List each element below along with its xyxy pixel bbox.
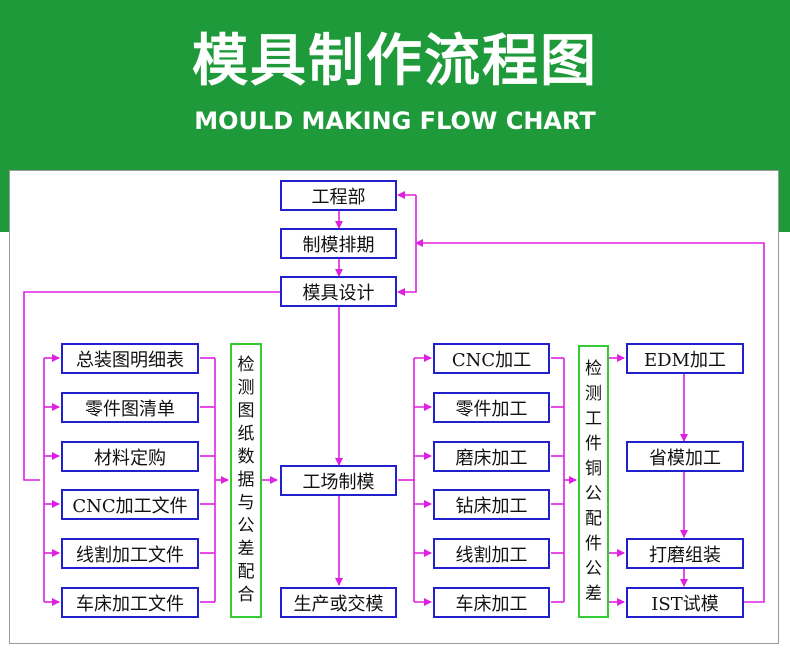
- line-design-to-left: [23, 291, 280, 481]
- factory-mold-box: 工场制模: [280, 465, 397, 496]
- check-parts-char: 测: [585, 383, 602, 404]
- check-drawing-char: 纸: [237, 424, 255, 444]
- arrow-loop-to-design: [397, 195, 417, 296]
- check-parts-char: 配: [585, 508, 602, 529]
- parts-machining-box: 零件加工: [433, 392, 550, 423]
- cnc-machining-box: CNC加工: [433, 343, 550, 374]
- check-drawing-char: 据: [237, 470, 255, 490]
- check-parts-char: 铜: [585, 458, 602, 479]
- check-drawing-char: 数: [237, 447, 255, 467]
- mold-design-box: 模具设计: [280, 276, 397, 307]
- check-drawing-char: 测: [237, 378, 255, 398]
- grinding-box: 磨床加工: [433, 441, 550, 472]
- trial-mold-box: IST试模: [626, 587, 744, 618]
- drilling-box: 钻床加工: [433, 489, 550, 520]
- check-drawing-char: 合: [237, 585, 255, 605]
- material-order-box: 材料定购: [61, 441, 199, 472]
- check-drawing-char: 差: [237, 539, 255, 559]
- check-parts-box: 检 测 工 件 铜 公 配 件 公 差: [578, 345, 609, 618]
- cnc-file-box: CNC加工文件: [61, 489, 199, 520]
- mold-polish-box: 省模加工: [626, 441, 744, 472]
- check-parts-char: 检: [585, 358, 602, 379]
- check-parts-char: 件: [585, 533, 602, 554]
- page-subtitle: MOULD MAKING FLOW CHART: [194, 107, 596, 135]
- check-parts-char: 件: [585, 433, 602, 454]
- engineering-dept-box: 工程部: [280, 180, 397, 211]
- production-delivery-box: 生产或交模: [280, 587, 397, 618]
- assembly-bom-box: 总装图明细表: [61, 343, 199, 374]
- lathe-file-box: 车床加工文件: [61, 587, 199, 618]
- edm-box: EDM加工: [626, 343, 744, 374]
- check-drawing-char: 检: [237, 355, 255, 375]
- check-drawing-char: 图: [237, 401, 255, 421]
- check-drawing-char: 配: [237, 562, 255, 582]
- mold-schedule-box: 制模排期: [280, 228, 397, 259]
- parts-list-box: 零件图清单: [61, 392, 199, 423]
- arrow-trial-to-schedule: [415, 239, 765, 603]
- check-drawing-char: 公: [237, 516, 255, 536]
- assembly-box: 打磨组装: [626, 538, 744, 569]
- wire-cut-box: 线割加工: [433, 538, 550, 569]
- check-drawing-box: 检 测 图 纸 数 据 与 公 差 配 合: [230, 343, 262, 618]
- check-drawing-char: 与: [237, 493, 255, 513]
- check-parts-char: 差: [585, 583, 602, 604]
- wire-cut-file-box: 线割加工文件: [61, 538, 199, 569]
- check-parts-char: 公: [585, 558, 602, 579]
- check-parts-char: 公: [585, 483, 602, 504]
- check-parts-char: 工: [585, 408, 602, 429]
- lathe-box: 车床加工: [433, 587, 550, 618]
- page-title: 模具制作流程图: [192, 29, 598, 94]
